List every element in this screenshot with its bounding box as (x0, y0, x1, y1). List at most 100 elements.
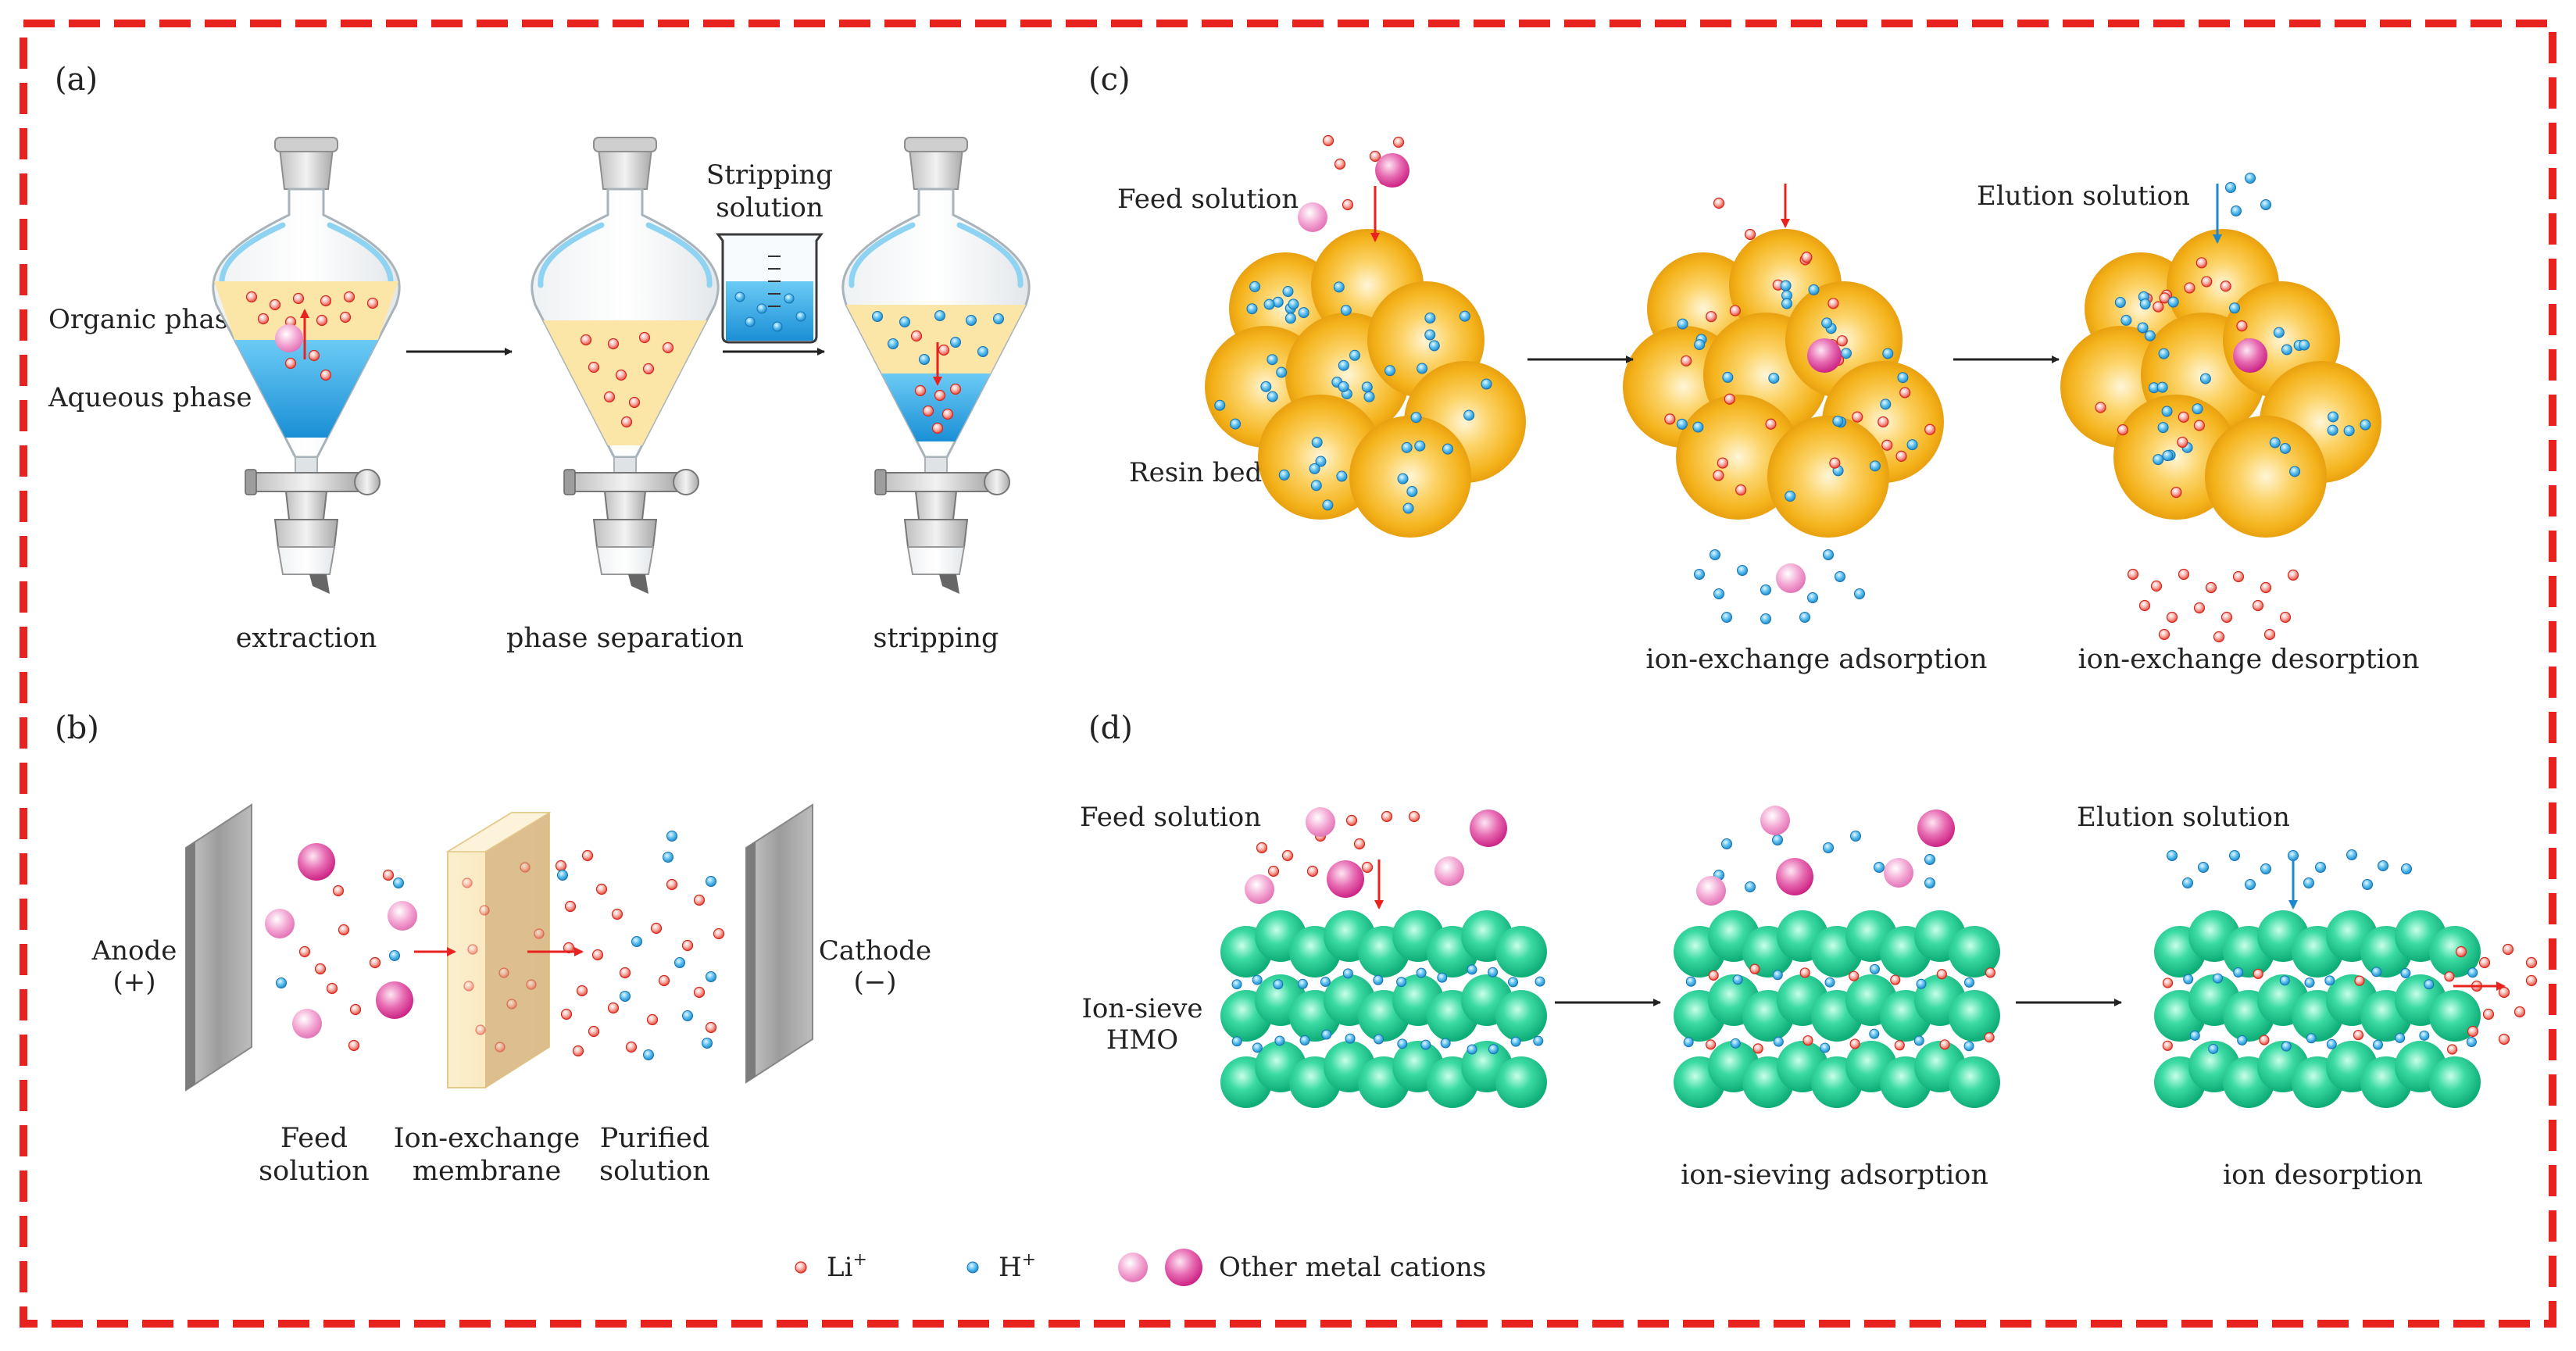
li-ion (564, 900, 577, 913)
h-ion (674, 957, 685, 968)
metal-cation (1118, 1253, 1148, 1282)
resin-bed-desorption (2060, 173, 2381, 643)
anode-sign: (+) (113, 967, 155, 998)
h-ion (1772, 970, 1783, 981)
h-ion (1880, 399, 1892, 410)
li-ion (1713, 197, 1725, 209)
h-ion (1737, 565, 1748, 576)
h-ion (2289, 466, 2301, 477)
stopcock-body (603, 491, 647, 520)
resin-bed-feed (1205, 134, 1526, 538)
h-ion (1722, 371, 1734, 383)
li-ion (1334, 158, 1346, 170)
li-ion (2525, 956, 2538, 969)
h-ion (1807, 592, 1818, 603)
li-ion (2498, 1033, 2510, 1045)
li-ion (369, 956, 381, 969)
li-ion (581, 849, 594, 862)
h-ion (950, 337, 961, 348)
h-ion (1297, 978, 1308, 989)
li-ion (1752, 1043, 1763, 1054)
cathode-plate (745, 803, 813, 1084)
h-ion (702, 1038, 713, 1049)
h-ion (2229, 850, 2240, 861)
metal-cation (1696, 876, 1726, 906)
li-ion (320, 295, 332, 307)
li-ion (949, 383, 962, 395)
h-ion (772, 321, 783, 332)
h-ion (2401, 863, 2412, 874)
li-ion (607, 1002, 620, 1014)
h-ion (2281, 344, 2292, 356)
h-ion (2245, 173, 2256, 184)
li-ion (245, 291, 258, 303)
li-ion (269, 298, 281, 311)
cathode-label: Cathode (819, 935, 931, 967)
li-ion (1381, 810, 1393, 823)
h-ion (1869, 460, 1881, 472)
panel-c: (c) Feed solution Resin bed Elution solu… (1088, 62, 2420, 675)
membrane-top (445, 812, 552, 852)
li-ion (666, 878, 678, 891)
li-ion (467, 944, 478, 955)
h-ion (2362, 879, 2373, 890)
panel-c-label: (c) (1088, 62, 1131, 98)
metal-cation (1245, 874, 1274, 904)
li-ion (1361, 861, 1374, 874)
h-ion (2198, 862, 2209, 873)
li-ion (1705, 1039, 1717, 1050)
h-ion (1424, 312, 1436, 323)
h-ion (2144, 330, 2156, 341)
li-ion (1717, 457, 1728, 469)
li-ion (2177, 436, 2188, 449)
funnel-outlet (628, 574, 648, 594)
li-ion (1281, 849, 1294, 862)
h-ion (1869, 963, 1880, 974)
h-ion (2371, 967, 2382, 978)
stopper (597, 148, 653, 190)
li-ion (2193, 602, 2206, 614)
h-ion (663, 852, 673, 863)
h-ion (706, 876, 716, 887)
h-ion (919, 354, 930, 365)
cathode-electrode (745, 803, 813, 1084)
li-ion (693, 986, 706, 999)
li-ion (611, 908, 623, 920)
h-ion (2161, 406, 2173, 417)
metal-cation (1434, 856, 1464, 886)
h-ion (1676, 418, 1688, 430)
h-ion (2327, 424, 2338, 436)
li-ion (320, 369, 332, 381)
organic-phase-label: Organic phase (48, 304, 244, 335)
sieve-particle (1495, 990, 1547, 1042)
elution-solution-d-label: Elution solution (2077, 802, 2290, 833)
metal-cation (388, 901, 417, 931)
metal-cation (292, 1009, 322, 1038)
li-ion (343, 291, 355, 303)
h-ion (1730, 1038, 1741, 1049)
aqueous-phase (234, 340, 378, 438)
stopcock-handle (984, 469, 1010, 495)
li-ion (693, 894, 706, 906)
li-ion (941, 408, 954, 420)
h-ion (1488, 967, 1499, 978)
h-ion (1420, 1039, 1431, 1050)
h-ion (2326, 1038, 2337, 1049)
h-ion (1282, 286, 1294, 298)
feed-solution-d-label: Feed solution (1080, 802, 1261, 833)
funnel-tip (595, 546, 655, 575)
li-ion (628, 396, 641, 409)
h-ion (2273, 327, 2285, 338)
li-ion (2232, 570, 2245, 583)
metal-cation (1165, 1249, 1202, 1286)
h-ion (1338, 381, 1349, 392)
membrane-label-1: Ion-exchange (394, 1123, 580, 1154)
h-ion (2343, 425, 2355, 437)
sieve-particle (2429, 1056, 2481, 1108)
li-ion (914, 384, 927, 397)
funnel-collar (273, 519, 339, 548)
li-ion (463, 981, 474, 992)
li-ion (2444, 971, 2455, 982)
h-ion (993, 313, 1004, 324)
